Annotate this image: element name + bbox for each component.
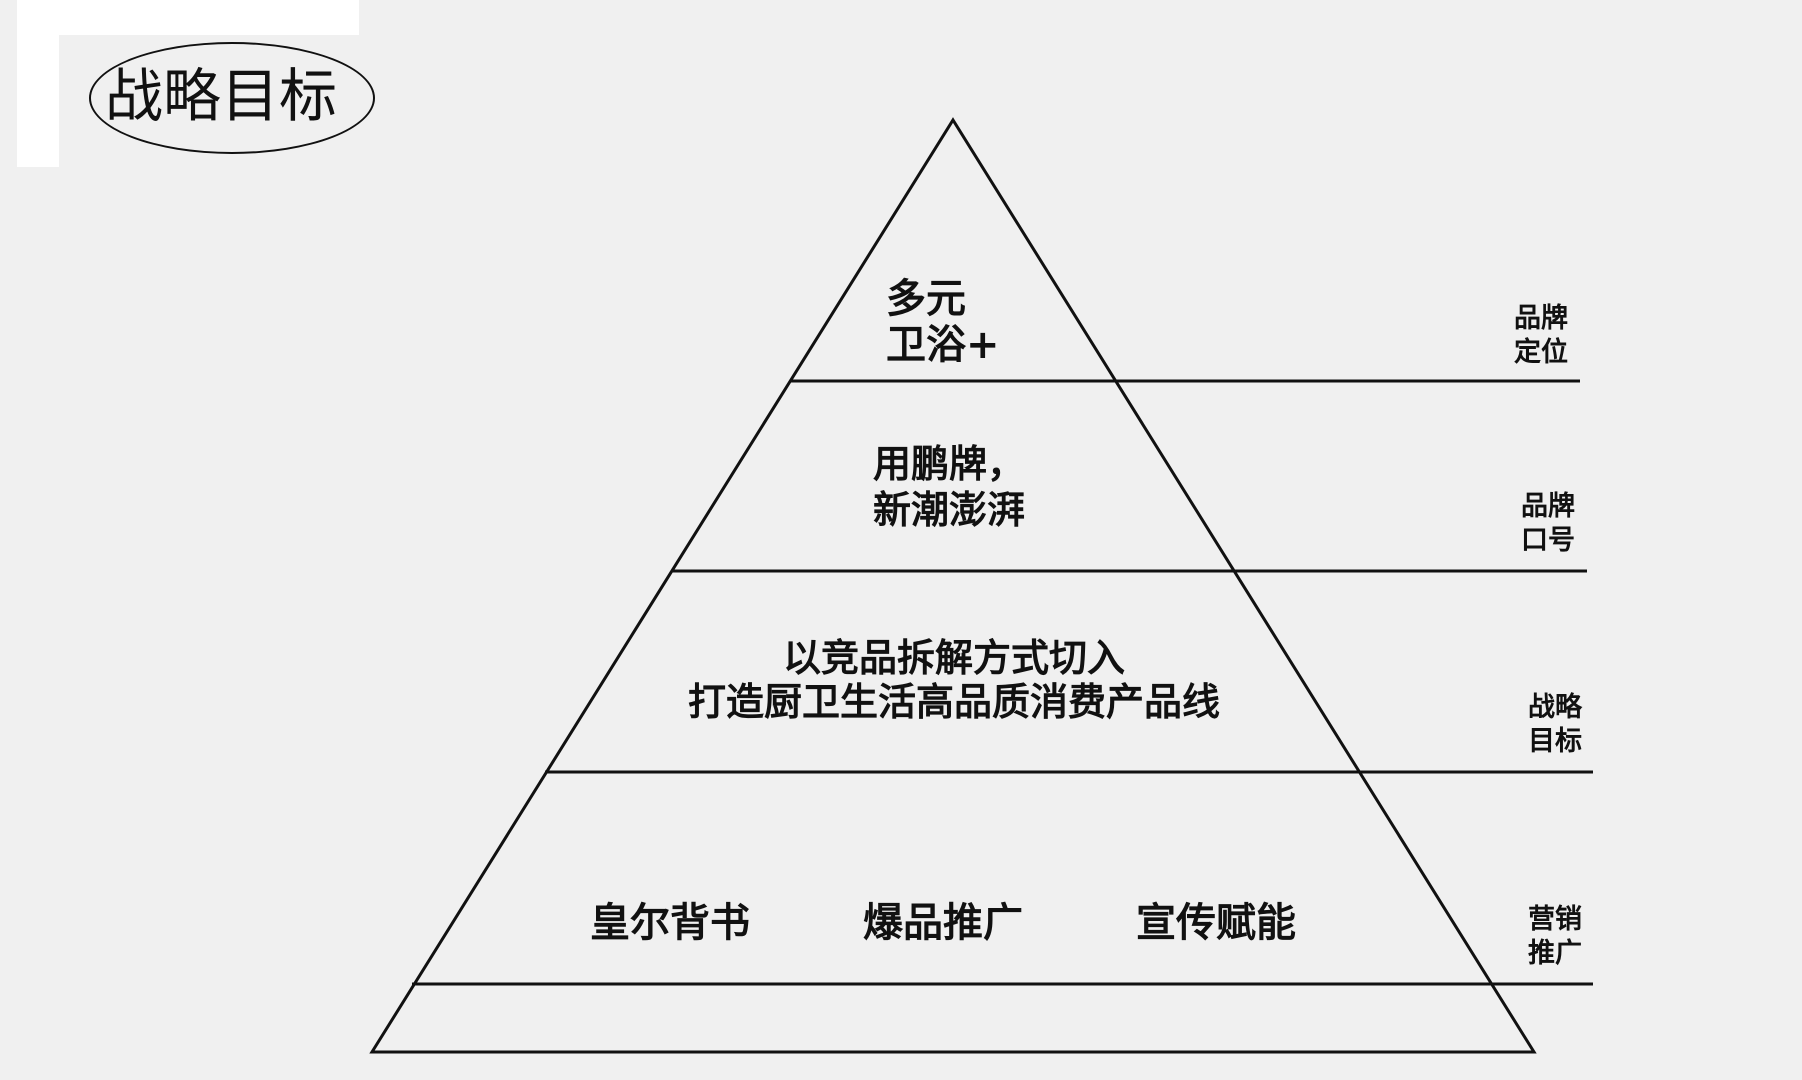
tier-positioning-text: 多元 卫浴+ — [886, 276, 1000, 368]
tier-slogan-line-1: 用鹏牌， — [873, 442, 1026, 486]
left-white-strip — [17, 0, 59, 167]
pyramid-outline — [369, 117, 1537, 1054]
side-label-positioning: 品牌 定位 — [1514, 302, 1568, 370]
tier-slogan-line-2: 新潮澎湃 — [873, 488, 1026, 532]
side-label-marketing: 营销 推广 — [1528, 903, 1582, 971]
side-label-strategy-line-2: 目标 — [1528, 726, 1582, 757]
side-label-positioning-line-2: 定位 — [1514, 337, 1568, 368]
side-label-marketing-line-2: 推广 — [1528, 938, 1582, 969]
side-label-slogan-line-1: 品牌 — [1521, 491, 1575, 522]
side-label-positioning-line-1: 品牌 — [1514, 303, 1568, 334]
side-label-slogan-line-2: 口号 — [1521, 525, 1575, 556]
marketing-item-hit-product: 爆品推广 — [863, 900, 1023, 946]
tier-positioning-line-1: 多元 — [886, 276, 966, 322]
marketing-item-endorsement: 皇尔背书 — [590, 900, 750, 946]
tier-goal-line-1: 以竞品拆解方式切入 — [782, 636, 1125, 680]
tier-positioning-line-2: 卫浴+ — [886, 322, 1000, 368]
page-title: 战略目标 — [105, 62, 338, 130]
side-label-strategy-line-1: 战略 — [1528, 692, 1582, 723]
title-ellipse — [89, 42, 375, 154]
side-label-strategy: 战略 目标 — [1528, 691, 1582, 759]
side-label-slogan: 品牌 口号 — [1521, 490, 1575, 558]
tier-goal-line-2: 打造厨卫生活高品质消费产品线 — [687, 680, 1220, 724]
side-label-marketing-line-1: 营销 — [1528, 904, 1582, 935]
tier-goal-text: 以竞品拆解方式切入 打造厨卫生活高品质消费产品线 — [674, 636, 1234, 724]
header-white-strip — [17, 0, 359, 35]
tier-slogan-text: 用鹏牌， 新潮澎湃 — [873, 441, 1025, 533]
marketing-item-promotion: 宣传赋能 — [1136, 900, 1296, 946]
